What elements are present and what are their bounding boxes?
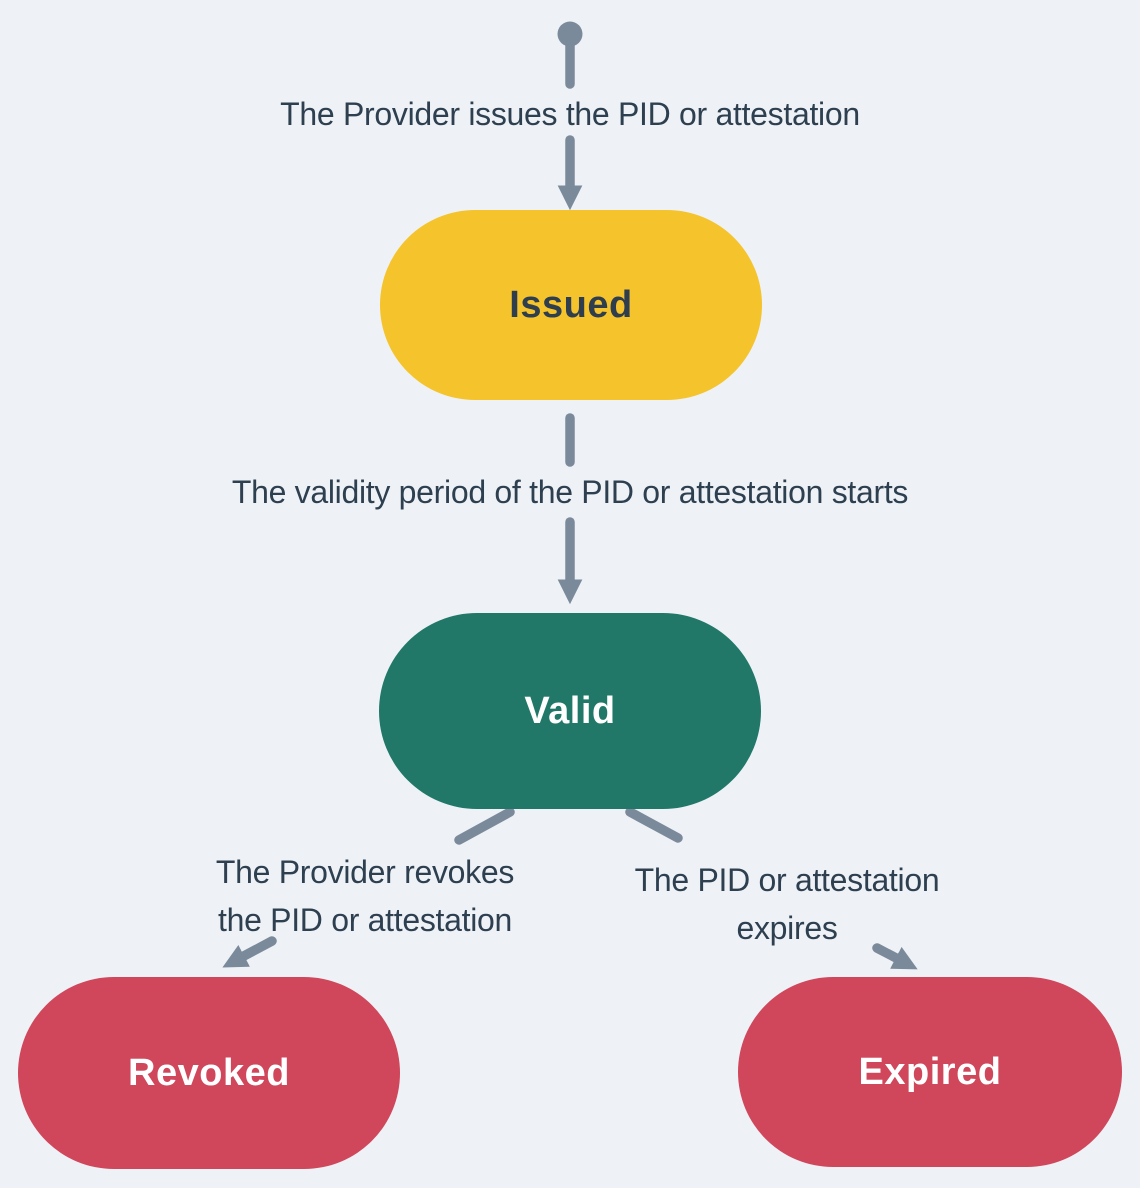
edge-valid-revoked-stub <box>454 807 515 845</box>
state-node-valid: Valid <box>379 613 761 809</box>
edge-label-expires-line2: expires <box>736 910 838 946</box>
state-node-revoked-label: Revoked <box>128 1051 290 1094</box>
edge-label-expires: The PID or attestation expires <box>635 856 940 952</box>
edge-label-issue: The Provider issues the PID or attestati… <box>280 96 860 132</box>
state-node-issued-label: Issued <box>509 283 633 326</box>
edge-valid-expired-arrow <box>872 943 918 970</box>
edge-label-revokes: The Provider revokes the PID or attestat… <box>216 848 514 944</box>
state-node-valid-label: Valid <box>524 689 616 732</box>
edge-valid-revoked-arrow <box>222 936 277 968</box>
edge-label-validity-starts: The validity period of the PID or attest… <box>231 474 909 510</box>
state-node-expired-label: Expired <box>858 1050 1002 1093</box>
edge-valid-expired-stub <box>625 807 683 843</box>
edge-label-revokes-line2: the PID or attestation <box>217 902 513 938</box>
state-node-expired: Expired <box>738 977 1122 1167</box>
edge-label-expires-line1: The PID or attestation <box>634 862 940 898</box>
state-node-revoked: Revoked <box>18 977 400 1169</box>
edge-label-revokes-line1: The Provider revokes <box>215 854 515 890</box>
state-node-issued: Issued <box>380 210 762 400</box>
